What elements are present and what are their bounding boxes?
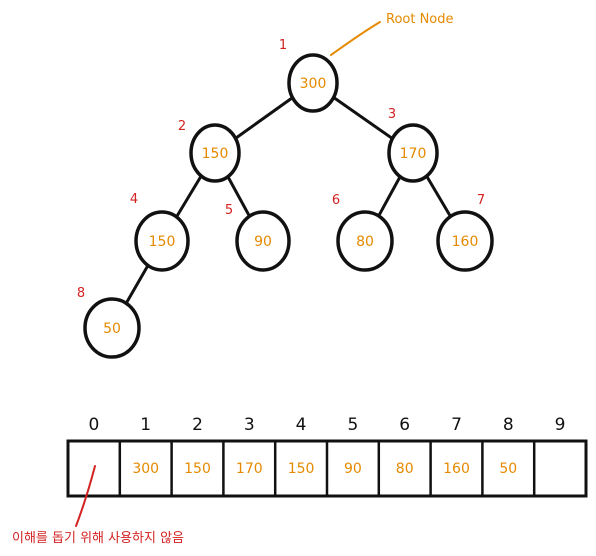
node-circle	[134, 210, 190, 272]
node-value: 50	[103, 321, 121, 337]
array-index-label: 7	[451, 415, 462, 435]
array-cell-value: 90	[344, 461, 362, 477]
node-value: 150	[202, 146, 229, 162]
node-value: 80	[356, 234, 374, 250]
tree-node-5: 90 5	[225, 203, 291, 272]
array-cell-value: 170	[236, 461, 263, 477]
array-index-label: 6	[399, 415, 410, 435]
node-value: 90	[254, 234, 272, 250]
node-circle	[287, 53, 339, 113]
tree-edges	[110, 81, 467, 330]
unused-note-label: 이해를 돕기 위해 사용하지 않음	[12, 531, 184, 546]
node-index: 8	[77, 286, 85, 301]
array-cell-value: 50	[499, 461, 517, 477]
node-circle	[387, 123, 439, 183]
node-circle	[235, 210, 291, 272]
heap-array: 0 1 300 2 150 3 170 4 150 5 90 6 80 7 160 8 50 9	[66, 415, 588, 498]
root-annotation-label: Root Node	[386, 12, 454, 27]
tree-node-8: 50 8	[77, 286, 141, 359]
array-index-label: 0	[88, 415, 99, 435]
node-circle	[436, 210, 494, 272]
node-circle	[83, 297, 141, 359]
node-index: 2	[178, 119, 186, 134]
tree-node-1: 300 1	[279, 38, 339, 113]
root-annotation: Root Node	[330, 12, 454, 56]
tree-node-7: 160 7	[436, 193, 494, 272]
tree-nodes: 300 1 150 2 170 3 150 4 90 5 80 6	[77, 38, 494, 359]
node-value: 300	[300, 76, 327, 92]
unused-note: 이해를 돕기 위해 사용하지 않음	[12, 465, 184, 546]
node-index: 6	[332, 193, 340, 208]
array-index-label: 4	[296, 415, 307, 435]
tree-node-3: 170 3	[387, 107, 439, 183]
node-index: 7	[477, 193, 485, 208]
node-index: 5	[225, 203, 233, 218]
array-index-label: 9	[555, 415, 566, 435]
array-cell-value: 150	[288, 461, 315, 477]
node-index: 4	[130, 192, 138, 207]
node-circle	[189, 123, 241, 183]
node-value: 150	[149, 234, 176, 250]
tree-node-6: 80 6	[332, 193, 394, 272]
tree-node-2: 150 2	[178, 119, 241, 183]
array-index-label: 5	[347, 415, 358, 435]
node-value: 160	[452, 234, 479, 250]
array-index-label: 1	[140, 415, 151, 435]
array-cell-value: 300	[132, 461, 159, 477]
node-index: 3	[388, 107, 396, 122]
array-cell-value: 80	[396, 461, 414, 477]
array-index-label: 3	[244, 415, 255, 435]
node-circle	[336, 210, 394, 272]
array-index-label: 2	[192, 415, 203, 435]
array-cell-value: 150	[184, 461, 211, 477]
node-index: 1	[279, 38, 287, 53]
node-value: 170	[400, 146, 427, 162]
root-annotation-pointer	[330, 21, 381, 56]
array-cell-value: 160	[443, 461, 470, 477]
array-index-label: 8	[503, 415, 514, 435]
unused-note-pointer	[75, 465, 96, 527]
tree-node-4: 150 4	[130, 192, 190, 272]
